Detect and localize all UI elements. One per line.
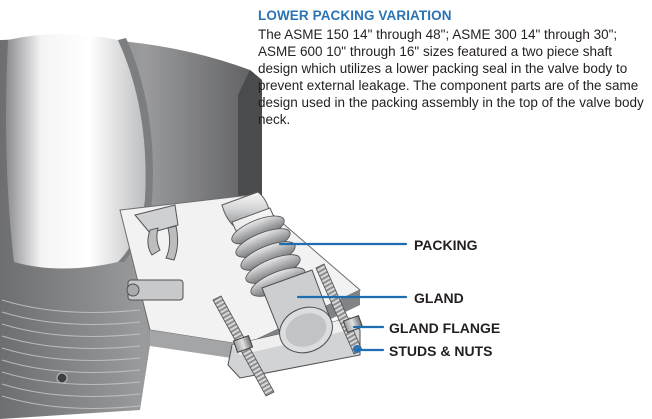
leader-lines [278,242,408,352]
callout-gland: GLAND [414,290,464,306]
section-description: The ASME 150 14" through 48"; ASME 300 1… [258,27,644,127]
valve-disc [6,34,153,269]
callout-studs-nuts: STUDS & NUTS [389,343,493,359]
section-heading: LOWER PACKING VARIATION [258,8,452,23]
callout-gland-flange: GLAND FLANGE [389,320,501,336]
shaft-assembly [221,191,333,354]
retaining-clip [126,204,184,301]
callout-packing: PACKING [414,237,478,253]
